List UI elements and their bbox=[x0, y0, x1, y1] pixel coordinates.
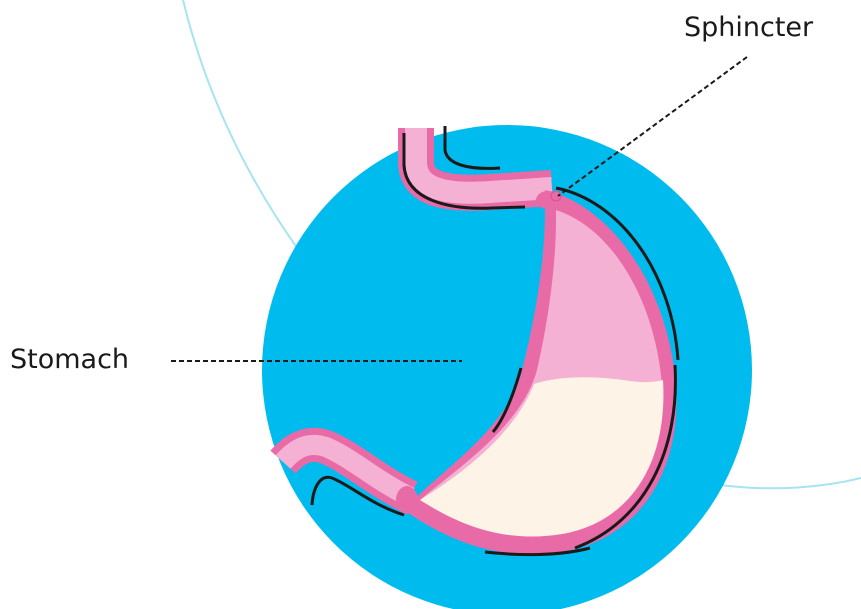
lower-sphincter bbox=[396, 486, 418, 514]
orbit-arc-left bbox=[183, 0, 300, 252]
orbit-arc-right bbox=[720, 478, 861, 488]
sphincter-label: Sphincter bbox=[684, 14, 813, 41]
stomach-label: Stomach bbox=[10, 346, 129, 373]
